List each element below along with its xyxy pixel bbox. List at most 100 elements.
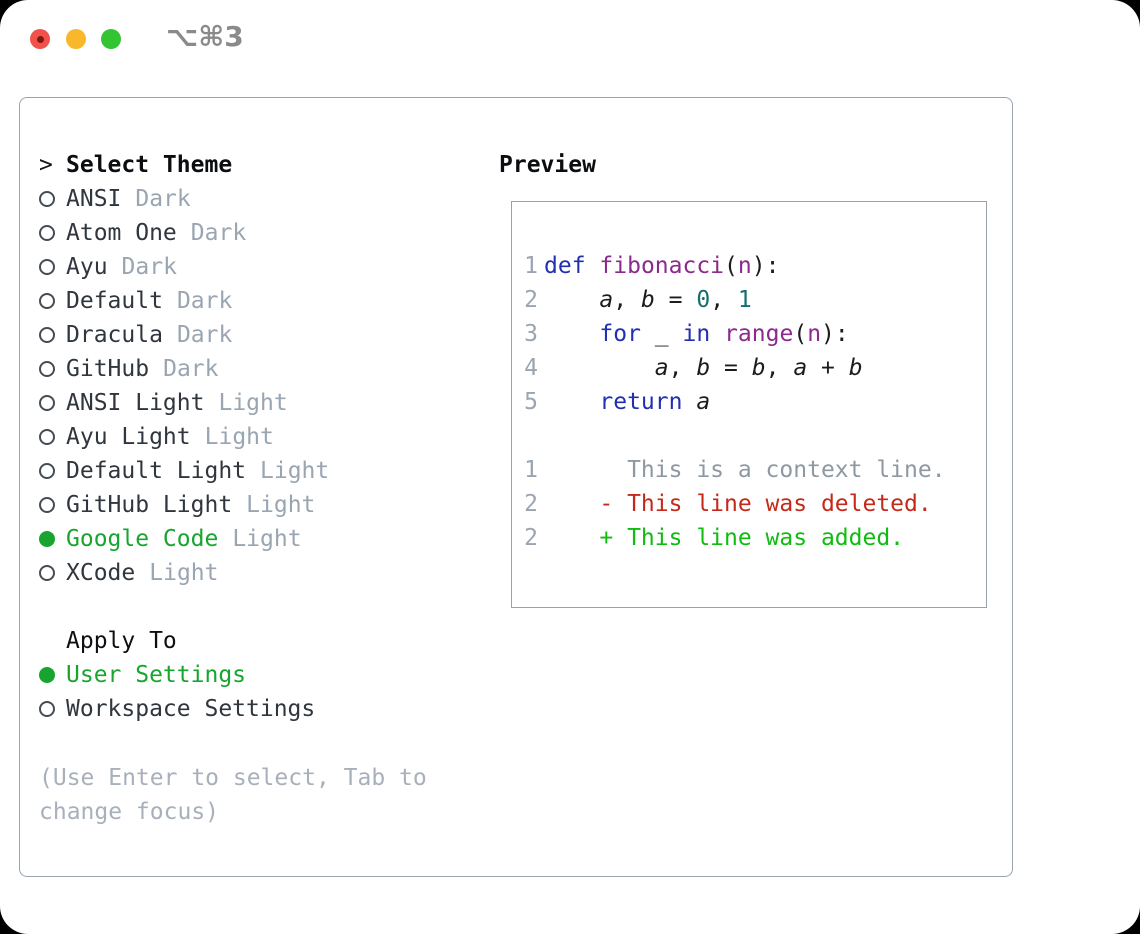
- option-label: Default: [66, 288, 163, 314]
- theme-variant-tag: Light: [246, 492, 316, 518]
- code-token: ,: [765, 355, 794, 381]
- theme-option[interactable]: Default Dark: [39, 284, 329, 318]
- code-token: in: [682, 321, 711, 347]
- diff-text: - This line was deleted.: [544, 491, 932, 517]
- code-token: [710, 321, 724, 347]
- theme-variant-tag: Dark: [190, 220, 247, 246]
- option-label: XCode: [66, 560, 136, 586]
- code-token: +: [807, 355, 849, 381]
- radio-icon: [39, 361, 66, 377]
- radio-icon: [39, 701, 66, 717]
- code-token: a: [793, 355, 808, 381]
- option-label: Ayu: [66, 254, 108, 280]
- code-token: ,: [613, 287, 641, 313]
- line-number: 2: [524, 491, 538, 517]
- code-token: =: [710, 355, 752, 381]
- radio-icon: [39, 395, 66, 411]
- option-label: ANSI: [66, 186, 122, 212]
- code-token: a: [654, 355, 669, 381]
- keyboard-hint-text: (Use Enter to select, Tab to change focu…: [39, 765, 427, 825]
- apply-to-title: Apply To: [66, 628, 177, 654]
- code-token: (: [724, 253, 738, 279]
- line-number: 3: [524, 321, 538, 347]
- radio-icon: [39, 259, 66, 275]
- theme-option[interactable]: Atom One Dark: [39, 216, 329, 250]
- code-token: n: [737, 253, 752, 279]
- minimize-button[interactable]: [66, 29, 86, 49]
- theme-option[interactable]: ANSI Light Light: [39, 386, 329, 420]
- preview-code-line: 3 for _ in range(n):: [524, 317, 986, 351]
- theme-option[interactable]: GitHub Light Light: [39, 488, 329, 522]
- code-token: for: [599, 321, 641, 347]
- code-token: b: [751, 355, 766, 381]
- diff-text: This is a context line.: [544, 457, 946, 483]
- code-token: b: [848, 355, 863, 381]
- preview-title: Preview: [499, 152, 596, 178]
- code-token: [641, 321, 655, 347]
- theme-option[interactable]: Ayu Dark: [39, 250, 329, 284]
- theme-variant-tag: Dark: [121, 254, 177, 280]
- radio-selected-icon: [39, 531, 66, 547]
- preview-code-line: 2 a, b = 0, 1: [524, 283, 986, 317]
- code-token: =: [654, 287, 697, 313]
- code-token: fibonacci: [599, 253, 725, 279]
- selection-chevron-icon: >: [39, 152, 53, 178]
- code-token: a: [599, 287, 614, 313]
- close-button[interactable]: [30, 29, 50, 49]
- code-token: ):: [821, 321, 849, 347]
- code-token: ,: [668, 355, 697, 381]
- theme-list-header: > Select Theme: [39, 148, 329, 182]
- code-token: 0: [696, 287, 711, 313]
- code-token: _: [654, 321, 669, 347]
- preview-diff-line-deleted: 2 - This line was deleted.: [524, 487, 986, 521]
- option-label: Ayu Light: [66, 424, 191, 450]
- option-label: Workspace Settings: [66, 696, 316, 722]
- zoom-button[interactable]: [101, 29, 121, 49]
- preview-code-line: 4 a, b = b, a + b: [524, 351, 986, 385]
- apply-to-option[interactable]: User Settings: [39, 658, 329, 692]
- option-label: GitHub: [66, 356, 150, 382]
- theme-variant-tag: Light: [260, 458, 330, 484]
- line-number: 5: [524, 389, 538, 415]
- code-token: [544, 321, 599, 347]
- code-token: n: [807, 321, 822, 347]
- preview-code-line: 5 return a: [524, 385, 986, 419]
- line-number: 1: [524, 253, 538, 279]
- code-token: a: [696, 389, 711, 415]
- section-gap: [39, 590, 329, 624]
- line-number: 4: [524, 355, 538, 381]
- option-label: ANSI Light: [66, 390, 205, 416]
- line-number: 2: [524, 525, 538, 551]
- preview-diff-line-added: 2 + This line was added.: [524, 521, 986, 555]
- apply-to-option[interactable]: Workspace Settings: [39, 692, 329, 726]
- theme-option[interactable]: Default Light Light: [39, 454, 329, 488]
- radio-icon: [39, 429, 66, 445]
- option-label: Default Light: [66, 458, 247, 484]
- code-token: [544, 355, 655, 381]
- option-label: Atom One: [66, 220, 177, 246]
- theme-variant-tag: Light: [218, 390, 288, 416]
- theme-variant-tag: Light: [149, 560, 219, 586]
- preview-diff-line-context: 1 This is a context line.: [524, 453, 986, 487]
- theme-variant-tag: Dark: [176, 288, 233, 314]
- theme-variant-tag: Light: [232, 526, 302, 552]
- option-label: GitHub Light: [66, 492, 233, 518]
- preview-blank-line: [524, 419, 986, 453]
- code-token: b: [696, 355, 711, 381]
- theme-option[interactable]: XCode Light: [39, 556, 329, 590]
- code-token: [586, 253, 600, 279]
- radio-icon: [39, 225, 66, 241]
- theme-option[interactable]: Google Code Light: [39, 522, 329, 556]
- code-token: return: [599, 389, 683, 415]
- option-label: Google Code: [66, 526, 219, 552]
- radio-selected-icon: [39, 667, 66, 683]
